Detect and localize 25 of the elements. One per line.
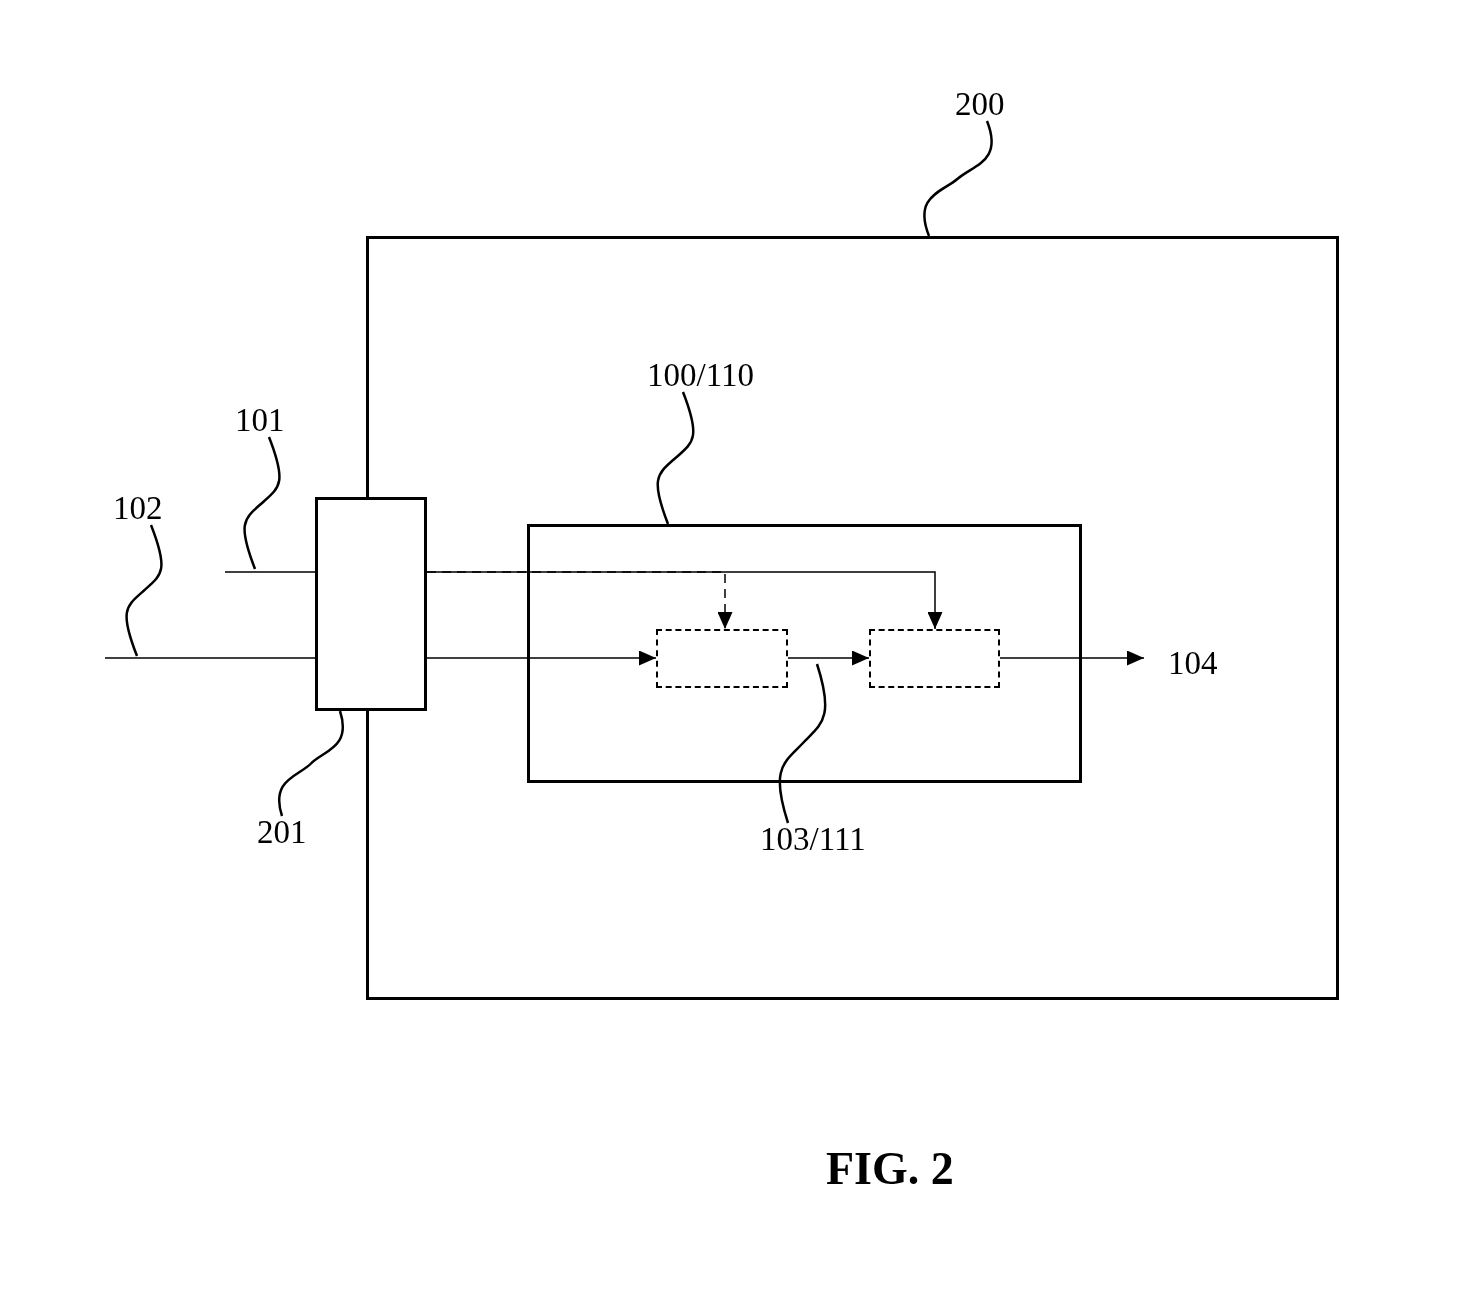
- callout-number: 103/111: [760, 823, 866, 856]
- dashed-block: [869, 629, 1000, 688]
- leader-line: [125, 524, 163, 657]
- leader-line: [923, 120, 993, 237]
- callout-number: 201: [257, 816, 307, 849]
- callout-number: 104: [1168, 647, 1218, 680]
- leader-line: [778, 663, 827, 824]
- signal-line: [104, 657, 316, 659]
- callout-number: 101: [235, 404, 285, 437]
- arrow: [426, 571, 943, 630]
- outer-block: [366, 236, 1339, 1000]
- callout-number: 200: [955, 88, 1005, 121]
- arrow: [999, 650, 1145, 666]
- callout-number: 102: [113, 492, 163, 525]
- leader-line: [278, 710, 344, 817]
- signal-line: [224, 571, 316, 573]
- callout-number: 100/110: [647, 359, 754, 392]
- figure-caption: FIG. 2: [826, 1146, 954, 1192]
- leader-line: [656, 391, 695, 525]
- leader-line: [243, 436, 281, 570]
- arrow: [787, 650, 870, 666]
- arrow: [426, 650, 657, 666]
- dashed-block: [656, 629, 788, 688]
- inner-block: [527, 524, 1082, 783]
- interface-block: [315, 497, 427, 711]
